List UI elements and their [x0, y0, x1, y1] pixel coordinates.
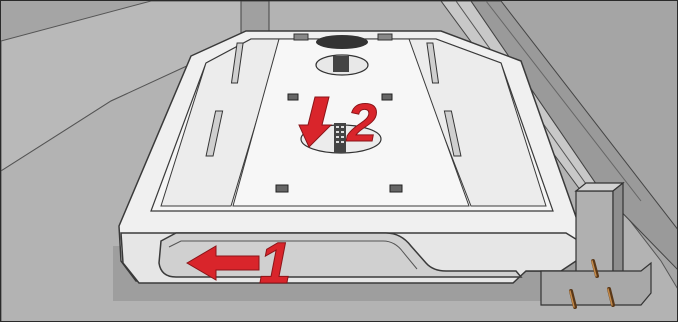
plate-connector-lower — [334, 123, 346, 153]
step-1-number: 1 — [259, 231, 291, 296]
mount-stand-side — [613, 183, 623, 283]
plate-clip — [382, 94, 392, 100]
plate-clip — [390, 185, 402, 192]
step-2-number: 2 — [346, 93, 377, 153]
plate-clip — [276, 185, 288, 192]
plate-connector-mid — [333, 56, 349, 72]
plate-clip — [288, 94, 298, 100]
plate-tab — [378, 34, 392, 40]
plate-tab — [294, 34, 308, 40]
plate-oval-top — [316, 35, 368, 49]
